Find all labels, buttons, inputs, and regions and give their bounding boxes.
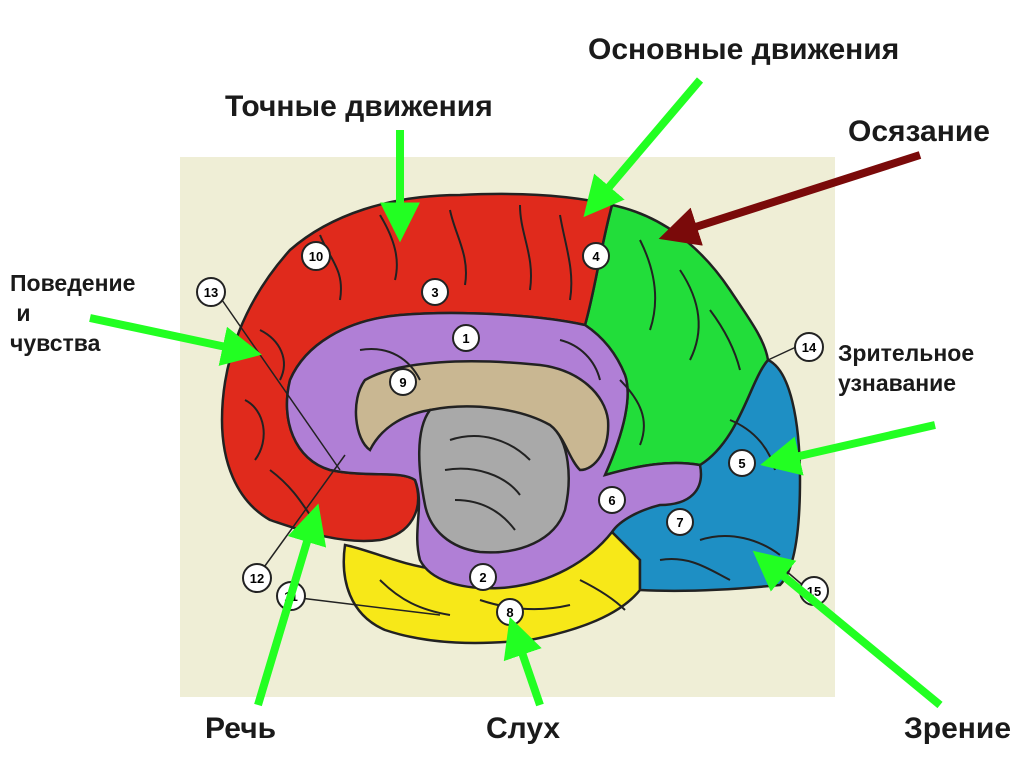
svg-text:7: 7 <box>676 515 683 530</box>
marker-12: 12 <box>243 564 271 592</box>
thalamus-region <box>419 406 568 552</box>
marker-13: 13 <box>197 278 225 306</box>
marker-8: 8 <box>497 599 523 625</box>
marker-7: 7 <box>667 509 693 535</box>
svg-text:10: 10 <box>309 249 323 264</box>
svg-text:13: 13 <box>204 285 218 300</box>
marker-5: 5 <box>729 450 755 476</box>
svg-text:14: 14 <box>802 340 817 355</box>
marker-3: 3 <box>422 279 448 305</box>
label-basic-movements: Основные движения <box>588 33 899 67</box>
svg-text:2: 2 <box>479 570 486 585</box>
marker-10: 10 <box>302 242 330 270</box>
svg-text:6: 6 <box>608 493 615 508</box>
label-behavior: Поведение и чувства <box>10 268 135 358</box>
marker-14: 14 <box>795 333 823 361</box>
svg-text:9: 9 <box>399 375 406 390</box>
svg-text:4: 4 <box>592 249 600 264</box>
label-hearing: Слух <box>486 712 560 746</box>
svg-text:1: 1 <box>462 331 469 346</box>
marker-9: 9 <box>390 369 416 395</box>
label-visual-recognition: Зрительное узнавание <box>838 338 974 398</box>
label-fine-movements: Точные движения <box>225 90 493 124</box>
label-touch: Осязание <box>848 115 990 149</box>
svg-text:3: 3 <box>431 285 438 300</box>
marker-6: 6 <box>599 487 625 513</box>
label-vision: Зрение <box>904 712 1011 746</box>
marker-1: 1 <box>453 325 479 351</box>
svg-text:5: 5 <box>738 456 745 471</box>
marker-2: 2 <box>470 564 496 590</box>
svg-text:8: 8 <box>506 605 513 620</box>
marker-4: 4 <box>583 243 609 269</box>
svg-text:12: 12 <box>250 571 264 586</box>
label-speech: Речь <box>205 712 276 746</box>
